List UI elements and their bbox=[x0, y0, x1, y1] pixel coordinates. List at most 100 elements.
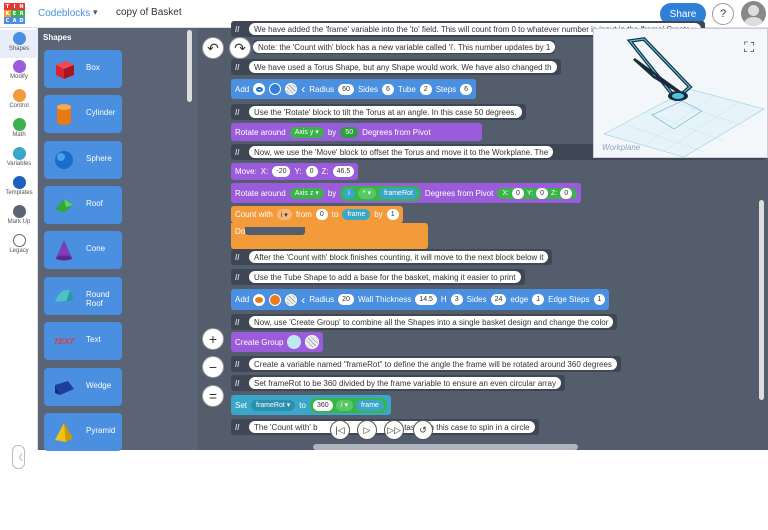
comment-text[interactable]: After the 'Count with' block finishes co… bbox=[249, 251, 549, 263]
palette-block-sphere[interactable]: Sphere bbox=[44, 141, 122, 179]
comment-block[interactable]: //After the 'Count with' block finishes … bbox=[231, 249, 553, 265]
palette-block-cone[interactable]: Cone bbox=[44, 231, 122, 269]
add-tube-block[interactable]: Add ‹ Radius 20 Wall Thickness 14.5 H 3 … bbox=[231, 289, 610, 310]
project-title[interactable]: copy of Basket bbox=[116, 7, 182, 18]
step-input[interactable]: 1 bbox=[386, 209, 399, 220]
axis-dropdown[interactable]: Axis y ▾ bbox=[289, 126, 324, 138]
comment-block[interactable]: //Now, use 'Create Group' to combine all… bbox=[231, 314, 618, 330]
value-input[interactable]: 360 bbox=[312, 399, 333, 411]
help-button[interactable]: ? bbox=[712, 3, 734, 25]
undo-button[interactable]: ↶ bbox=[202, 37, 224, 59]
zoom-in-button[interactable]: + bbox=[202, 328, 224, 350]
tube-shape-icon[interactable] bbox=[253, 293, 266, 306]
comment-text[interactable]: Create a variable named "frameRot" to de… bbox=[249, 358, 617, 370]
sides-input[interactable]: 6 bbox=[381, 83, 394, 95]
chevron-down-icon[interactable]: ▾ bbox=[93, 7, 98, 17]
move-block[interactable]: Move: X: -20 Y: 0 Z: 46.5 bbox=[231, 163, 359, 180]
comment-block[interactable]: //Set frameRot to be 360 divided by the … bbox=[231, 375, 565, 391]
operator-dropdown[interactable]: * ▾ bbox=[357, 187, 377, 199]
step-back-button[interactable]: |◁ bbox=[330, 420, 350, 440]
3d-viewer[interactable]: Workplane bbox=[593, 28, 768, 158]
hole-toggle-icon[interactable] bbox=[285, 83, 298, 95]
comment-block[interactable]: //We have added the 'frame' variable int… bbox=[231, 21, 706, 37]
operator-dropdown[interactable]: / ▾ bbox=[335, 399, 354, 411]
collapse-arrow-icon[interactable]: ‹ bbox=[301, 292, 306, 307]
fit-view-button[interactable]: = bbox=[202, 385, 224, 407]
category-math[interactable]: Math bbox=[0, 118, 38, 138]
comment-text[interactable]: Now, we use the 'Move' block to offset t… bbox=[249, 146, 554, 158]
color-swatch[interactable] bbox=[269, 293, 282, 306]
axis-dropdown[interactable]: Axis z ▾ bbox=[289, 187, 324, 199]
tube-input[interactable]: 2 bbox=[419, 83, 432, 95]
redo-button[interactable]: ↷ bbox=[229, 37, 251, 59]
palette-block-cylinder[interactable]: Cylinder bbox=[44, 95, 122, 133]
z-input[interactable]: 46.5 bbox=[332, 166, 355, 177]
variable-frame[interactable]: frame bbox=[342, 209, 371, 220]
zoom-out-button[interactable]: − bbox=[202, 356, 224, 378]
category-variables[interactable]: Variables bbox=[0, 147, 38, 167]
hole-toggle-icon[interactable] bbox=[305, 335, 320, 349]
color-swatch[interactable] bbox=[269, 83, 282, 95]
category-markup[interactable]: Mark Up bbox=[0, 205, 38, 225]
comment-block[interactable]: //Create a variable named "frameRot" to … bbox=[231, 356, 621, 372]
edge-steps-input[interactable]: 1 bbox=[593, 294, 606, 305]
horizontal-scrollbar[interactable] bbox=[313, 444, 578, 450]
category-templates[interactable]: Templates bbox=[0, 176, 38, 196]
tinkercad-logo[interactable]: T I N K E R C A D bbox=[4, 3, 26, 25]
comment-block[interactable]: //We have used a Torus Shape, but any Sh… bbox=[231, 59, 561, 75]
share-button[interactable]: Share bbox=[660, 3, 706, 25]
palette-block-roof[interactable]: Roof bbox=[44, 186, 122, 224]
from-input[interactable]: 0 bbox=[315, 209, 328, 220]
set-variable-block[interactable]: Set frameRot ▾ to 360 / ▾ frame bbox=[231, 395, 391, 415]
variable-frame[interactable]: frame bbox=[356, 399, 384, 411]
vertical-scrollbar[interactable] bbox=[759, 200, 764, 400]
comment-text[interactable]: Note: the 'Count with' block has a new v… bbox=[253, 41, 556, 53]
comment-text[interactable]: Set frameRot to be 360 divided by the fr… bbox=[249, 377, 561, 389]
steps-input[interactable]: 6 bbox=[460, 83, 473, 95]
variable-framerot[interactable]: frameRot bbox=[379, 187, 418, 199]
category-modify[interactable]: Modify bbox=[0, 60, 38, 80]
variable-i[interactable]: i bbox=[343, 187, 355, 199]
category-legacy[interactable]: Legacy bbox=[0, 234, 38, 254]
comment-block[interactable]: Note: the 'Count with' block has a new v… bbox=[253, 40, 556, 54]
comment-text[interactable]: We have used a Torus Shape, but any Shap… bbox=[249, 61, 557, 73]
counter-variable-dropdown[interactable]: i ▾ bbox=[276, 209, 292, 220]
palette-block-pyramid[interactable]: Pyramid bbox=[44, 413, 122, 451]
radius-input[interactable]: 60 bbox=[338, 83, 354, 95]
pivot-x-input[interactable]: 0 bbox=[511, 187, 524, 199]
hole-toggle-icon[interactable] bbox=[285, 293, 298, 306]
wall-thickness-input[interactable]: 14.5 bbox=[415, 294, 437, 305]
pivot-y-input[interactable]: 0 bbox=[536, 187, 548, 199]
edge-input[interactable]: 1 bbox=[532, 294, 545, 305]
rotate-block[interactable]: Rotate around Axis z ▾ by i * ▾ frameRot… bbox=[231, 183, 582, 203]
variable-dropdown[interactable]: frameRot ▾ bbox=[251, 399, 296, 411]
height-input[interactable]: 3 bbox=[450, 294, 463, 305]
radius-input[interactable]: 20 bbox=[338, 294, 354, 305]
palette-scrollbar[interactable] bbox=[187, 30, 192, 102]
create-group-block[interactable]: Create Group bbox=[231, 332, 324, 352]
sides-input[interactable]: 24 bbox=[490, 294, 507, 305]
torus-shape-icon[interactable] bbox=[253, 83, 266, 95]
multiply-expression[interactable]: i * ▾ frameRot bbox=[340, 185, 421, 201]
rotate-block[interactable]: Rotate around Axis y ▾ by 50 Degrees fro… bbox=[231, 123, 482, 141]
reset-button[interactable]: ↺ bbox=[413, 420, 433, 440]
palette-block-wedge[interactable]: Wedge bbox=[44, 368, 122, 406]
y-input[interactable]: 0 bbox=[305, 166, 318, 177]
collapse-panel-button[interactable]: 〈 bbox=[12, 445, 25, 469]
category-shapes[interactable]: Shapes bbox=[0, 30, 38, 58]
collapse-arrow-icon[interactable]: ‹ bbox=[301, 82, 306, 96]
angle-input[interactable]: 50 bbox=[340, 126, 359, 138]
fast-forward-button[interactable]: ▷▷ bbox=[384, 420, 404, 440]
comment-block[interactable]: //Use the Tube Shape to add a base for t… bbox=[231, 269, 525, 285]
app-name[interactable]: Codeblocks bbox=[38, 8, 91, 19]
comment-text[interactable]: Use the 'Rotate' block to tilt the Torus… bbox=[249, 106, 522, 118]
color-swatch[interactable] bbox=[287, 335, 302, 349]
palette-block-round-roof[interactable]: Round Roof bbox=[44, 277, 122, 315]
avatar[interactable] bbox=[741, 1, 766, 26]
x-input[interactable]: -20 bbox=[272, 166, 291, 177]
expand-viewer-button[interactable]: ⛶ bbox=[740, 38, 758, 56]
palette-block-box[interactable]: Box bbox=[44, 50, 122, 88]
comment-text[interactable]: Now, use 'Create Group' to combine all t… bbox=[249, 316, 614, 328]
palette-block-text[interactable]: TEXT Text bbox=[44, 322, 122, 360]
play-button[interactable]: ▷ bbox=[357, 420, 377, 440]
